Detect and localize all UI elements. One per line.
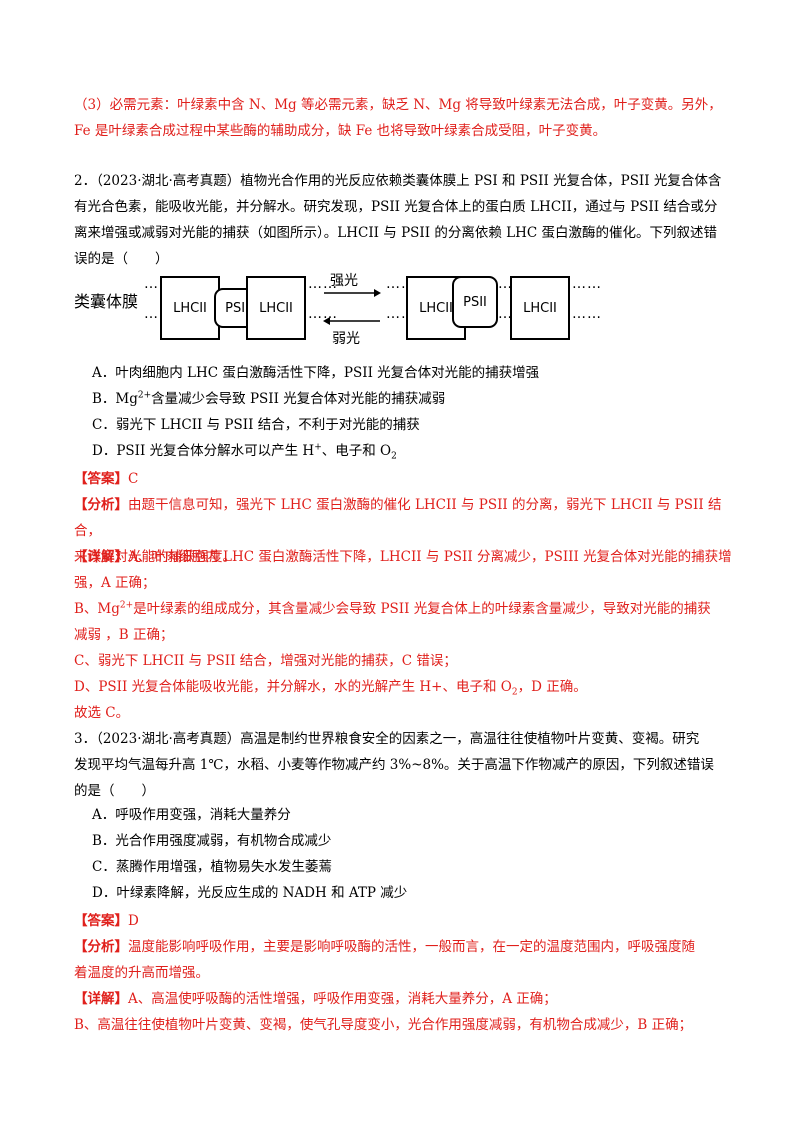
weak-light-label: 弱光 — [332, 331, 360, 347]
q3-detail: 【详解】A、高温使呼吸酶的活性增强，呼吸作用变强，消耗大量养分，A 正确； B、… — [74, 991, 693, 1033]
q2-option-d: D．PSII 光复合体分解水可以产生 H+、电子和 O2 — [92, 442, 397, 462]
arrow-left-icon — [323, 317, 380, 325]
dots-right-bottom-3: …… — [572, 306, 602, 322]
q3-answer: 【答案】D — [74, 913, 139, 929]
q2-answer: 【答案】C — [74, 471, 139, 487]
q2-detail: 【详解】A、叶肉细胞内 LHC 蛋白激酶活性下降，LHCII 与 PSII 分离… — [74, 549, 732, 721]
arrow-right-icon — [324, 289, 381, 297]
q3-option-c: C．蒸腾作用增强，植物易失水发生萎蔫 — [92, 859, 332, 875]
lhcii-box-left-2: LHCII — [246, 276, 306, 340]
membrane-label: 类囊体膜 — [74, 292, 139, 311]
thylakoid-diagram: 类囊体膜 …… …… LHCII PSII LHCII …… …… 强光 弱光 … — [74, 266, 694, 356]
q2-stem: 2．（2023·湖北·高考真题）植物光合作用的光反应依赖类囊体膜上 PSI 和 … — [74, 173, 722, 267]
lhcii-box-left-1: LHCII — [160, 276, 220, 340]
q2-option-c: C．弱光下 LHCII 与 PSII 结合，不利于对光能的捕获 — [92, 417, 420, 433]
strong-light-label: 强光 — [330, 273, 358, 289]
dots-mid-top: …… — [308, 276, 338, 292]
q3-option-a: A．呼吸作用变强，消耗大量养分 — [92, 807, 291, 823]
prev-item-text: （3）必需元素：叶绿素中含 N、Mg 等必需元素，缺乏 N、Mg 将导致叶绿素无… — [74, 97, 722, 139]
dots-right-top-3: …… — [572, 276, 602, 292]
q3-option-d: D．叶绿素降解，光反应生成的 NADH 和 ATP 减少 — [92, 885, 408, 901]
lhcii-box-right-2: LHCII — [510, 276, 570, 340]
q2-option-a: A．叶肉细胞内 LHC 蛋白激酶活性下降，PSII 光复合体对光能的捕获增强 — [92, 365, 540, 381]
q3-stem: 3．（2023·湖北·高考真题）高温是制约世界粮食安全的因素之一，高温往往使植物… — [74, 731, 714, 799]
q2-analysis: 【分析】由题干信息可知，强光下 LHC 蛋白激酶的催化 LHCII 与 PSII… — [74, 497, 722, 565]
psii-box-right: PSII — [452, 276, 498, 328]
q3-analysis: 【分析】温度能影响呼吸作用，主要是影响呼吸酶的活性，一般而言，在一定的温度范围内… — [74, 939, 695, 981]
q3-option-b: B．光合作用强度减弱，有机物合成减少 — [92, 833, 332, 849]
q2-option-b: B．Mg2+含量减少会导致 PSII 光复合体对光能的捕获减弱 — [92, 390, 446, 407]
